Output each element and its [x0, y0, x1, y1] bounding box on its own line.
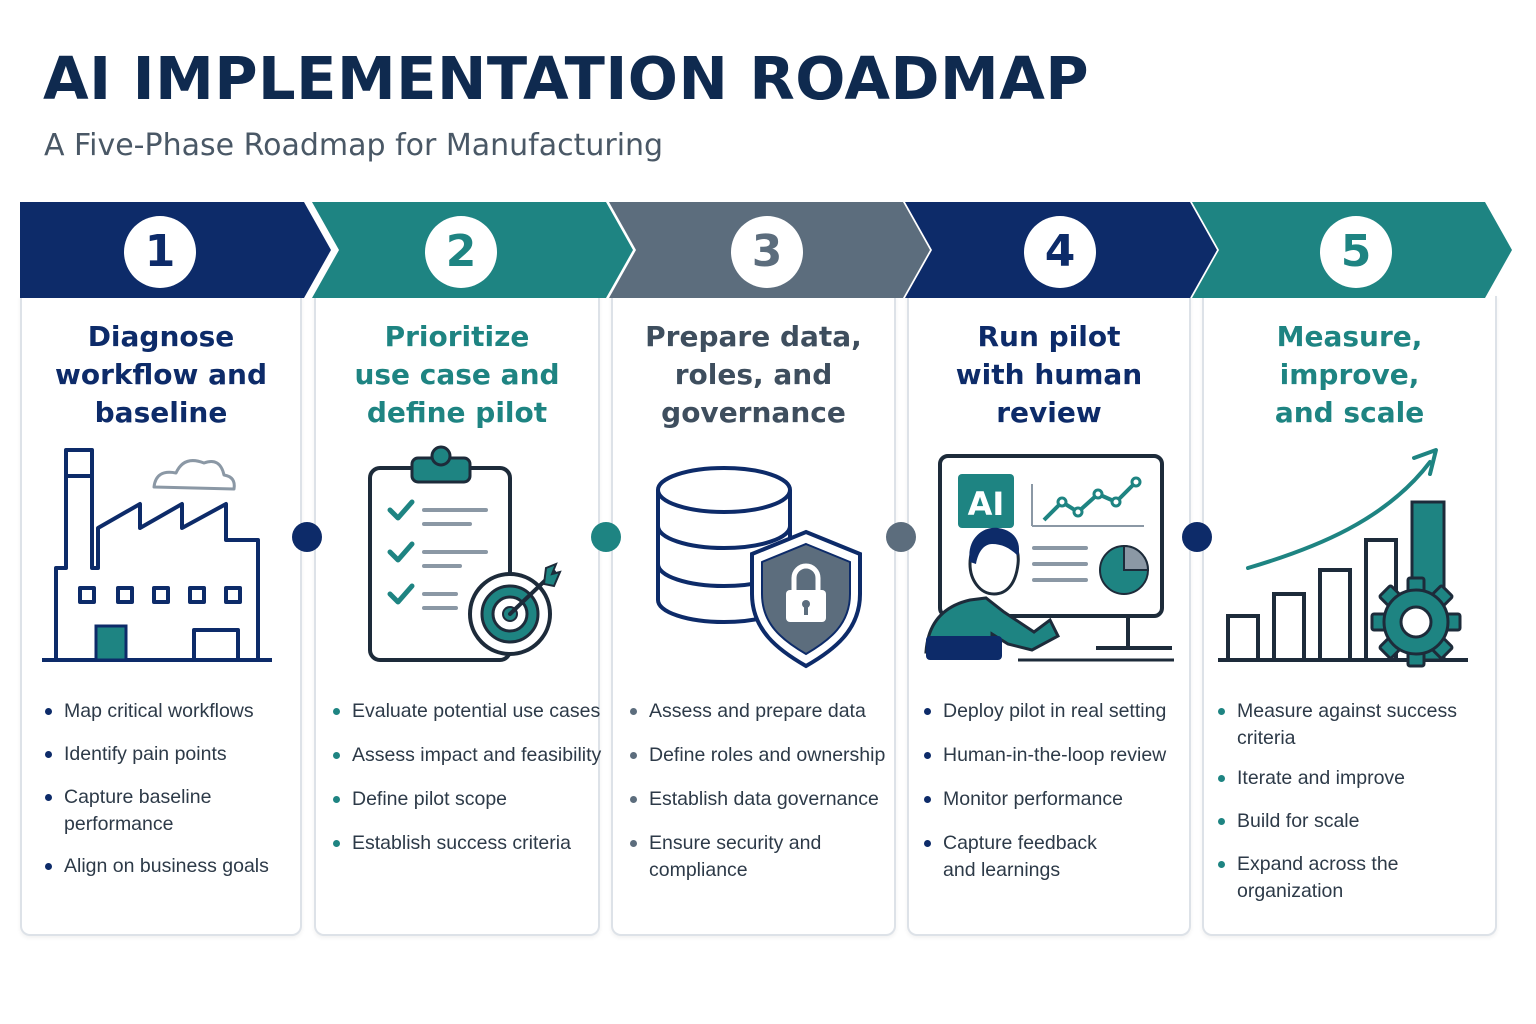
- list-item: Define pilot scope: [332, 786, 507, 813]
- phase-title-1: Diagnose workflow and baseline: [20, 318, 302, 432]
- list-item: Identify pain points: [44, 741, 227, 768]
- phase-number-text: 1: [144, 226, 176, 277]
- bullet-text: Measure against success: [1237, 700, 1458, 722]
- connector-dot: [591, 522, 621, 552]
- bullet-text: Map critical workflows: [64, 700, 254, 722]
- phase-title-line: Run pilot: [977, 320, 1121, 353]
- list-item: Evaluate potential use cases: [332, 698, 600, 725]
- phase-number-text: 5: [1340, 226, 1372, 277]
- list-item: Assess and prepare data: [629, 698, 866, 725]
- phase-title-line: baseline: [94, 396, 228, 429]
- phase-title-line: Diagnose: [87, 320, 235, 353]
- bullet-text: and learnings: [943, 859, 1061, 881]
- phase-title-line: and scale: [1274, 396, 1425, 429]
- phase-title-line: define pilot: [366, 396, 548, 429]
- bullet-text: Monitor performance: [943, 788, 1123, 810]
- phase-title-line: Prioritize: [384, 320, 530, 353]
- person-monitor-ai-icon: AI: [924, 454, 1174, 662]
- page-title: AI IMPLEMENTATION ROADMAP: [43, 44, 1090, 113]
- bullet-text: Iterate and improve: [1237, 767, 1406, 789]
- phase-title-4: Run pilot with human review: [907, 318, 1191, 432]
- list-item: Assess impact and feasibility: [332, 742, 601, 769]
- bullet-text: Capture baseline: [64, 786, 212, 808]
- phase-title-line: roles, and: [674, 358, 833, 391]
- growth-chart-gear-icon: [1218, 448, 1468, 668]
- list-item: Monitor performance: [923, 786, 1123, 813]
- connector-dot: [292, 522, 322, 552]
- bullet-text: Identify pain points: [64, 743, 227, 765]
- phase-number-4: 4: [1024, 216, 1096, 288]
- bullet-text: Align on business goals: [64, 855, 269, 877]
- bullet-text: Establish success criteria: [352, 832, 571, 854]
- list-item: Capture feedback and learnings: [923, 830, 1097, 884]
- bullet-text: Define roles and ownership: [649, 744, 886, 766]
- phase-title-2: Prioritize use case and define pilot: [314, 318, 600, 432]
- phase-title-line: workflow and: [54, 358, 267, 391]
- phase-title-line: review: [996, 396, 1102, 429]
- bullet-text: Define pilot scope: [352, 788, 508, 810]
- phase-title-line: Measure,: [1276, 320, 1423, 353]
- list-item: Deploy pilot in real setting: [923, 698, 1166, 725]
- list-item: Map critical workflows: [44, 698, 254, 725]
- list-item: Establish success criteria: [332, 830, 571, 857]
- phase-number-text: 3: [751, 226, 783, 277]
- phase-number-text: 4: [1044, 226, 1076, 277]
- factory-icon: [42, 448, 272, 662]
- phase-title-line: improve,: [1279, 358, 1420, 391]
- phase-card-2: [314, 296, 600, 936]
- bullet-text: Build for scale: [1237, 810, 1360, 832]
- bullet-text: compliance: [649, 859, 748, 881]
- phase-card-1: [20, 296, 302, 936]
- phase-title-line: Prepare data,: [645, 320, 862, 353]
- bullet-text: Establish data governance: [649, 788, 879, 810]
- phase-title-line: with human: [955, 358, 1143, 391]
- list-item: Ensure security and compliance: [629, 830, 821, 884]
- bullet-text: Assess and prepare data: [649, 700, 866, 722]
- phase-number-1: 1: [124, 216, 196, 288]
- bullet-text: performance: [64, 813, 174, 835]
- phase-title-5: Measure, improve, and scale: [1202, 318, 1497, 432]
- page-subtitle: A Five-Phase Roadmap for Manufacturing: [44, 128, 664, 163]
- list-item: Expand across the organization: [1217, 851, 1399, 905]
- bullet-text: criteria: [1237, 727, 1296, 749]
- connector-dot: [1182, 522, 1212, 552]
- phase-title-line: governance: [661, 396, 846, 429]
- phase-number-3: 3: [731, 216, 803, 288]
- bullet-text: Expand across the: [1237, 853, 1399, 875]
- list-item: Build for scale: [1217, 808, 1359, 835]
- phase-title-3: Prepare data, roles, and governance: [611, 318, 896, 432]
- bullet-text: Deploy pilot in real setting: [943, 700, 1167, 722]
- list-item: Measure against success criteria: [1217, 698, 1457, 752]
- bullet-text: Assess impact and feasibility: [352, 744, 602, 766]
- bullet-text: Human-in-the-loop review: [943, 744, 1167, 766]
- database-shield-icon: [656, 466, 862, 669]
- bullet-text: Ensure security and: [649, 832, 822, 854]
- bullet-text: Evaluate potential use cases: [352, 700, 601, 722]
- list-item: Define roles and ownership: [629, 742, 885, 769]
- clipboard-target-icon: [368, 445, 562, 662]
- connector-dot: [886, 522, 916, 552]
- list-item: Human-in-the-loop review: [923, 742, 1166, 769]
- bullet-text: Capture feedback: [943, 832, 1097, 854]
- list-item: Iterate and improve: [1217, 765, 1405, 792]
- phase-title-line: use case and: [354, 358, 560, 391]
- phase-number-5: 5: [1320, 216, 1392, 288]
- bullet-text: organization: [1237, 880, 1344, 902]
- list-item: Capture baseline performance: [44, 784, 211, 838]
- ai-badge-label: AI: [968, 485, 1005, 523]
- list-item: Establish data governance: [629, 786, 879, 813]
- phase-number-text: 2: [445, 226, 477, 277]
- list-item: Align on business goals: [44, 853, 269, 880]
- phase-number-2: 2: [425, 216, 497, 288]
